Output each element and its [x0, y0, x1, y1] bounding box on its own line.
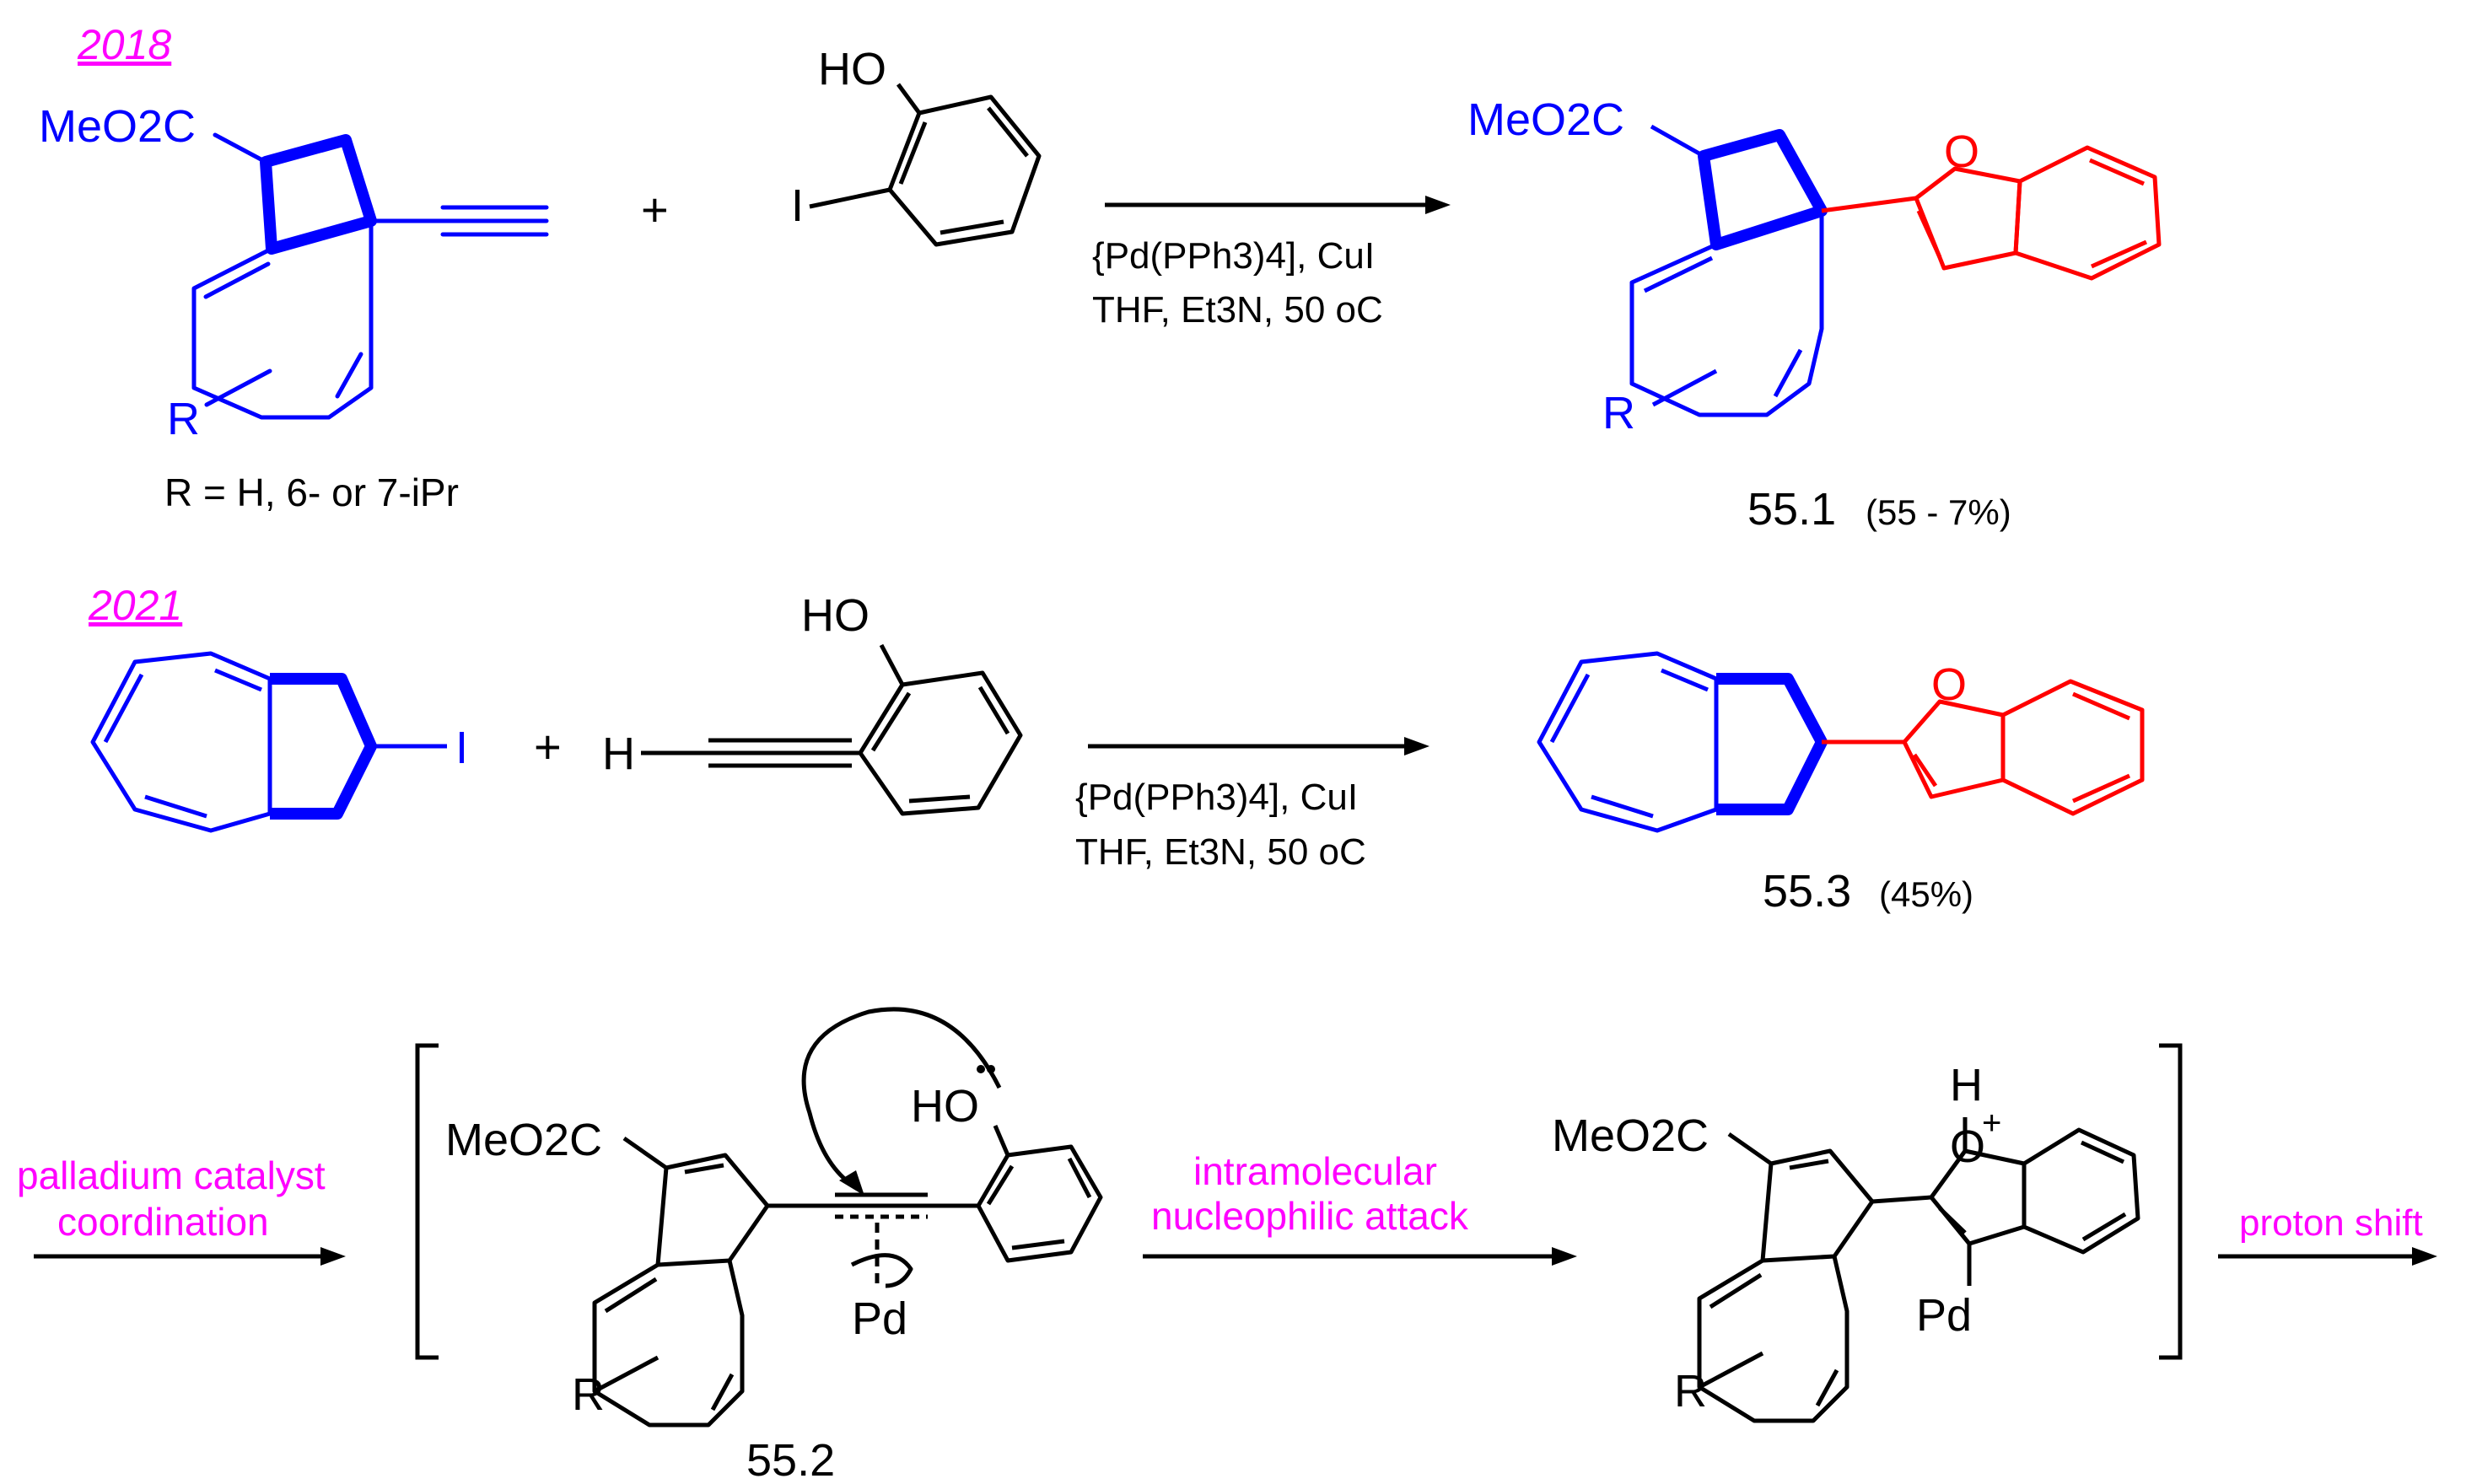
- conditions-2-line-2: THF, Et3N, 50 oC: [1075, 831, 1366, 873]
- reaction-arrow-2: [1088, 737, 1430, 755]
- bracket-right: [2159, 1043, 2183, 1360]
- product-55-3-azulene: [1537, 651, 1828, 833]
- phenol-iodo-label: I: [791, 180, 804, 231]
- plus-sign-2: +: [534, 720, 562, 773]
- intermediate-ester: MeO2C: [445, 1115, 602, 1165]
- oxonium-r: R: [1674, 1366, 1707, 1417]
- conditions-1-line-1: {Pd(PPh3)4], CuI: [1092, 235, 1375, 277]
- intermediate-id: 55.2: [746, 1435, 835, 1484]
- oxonium-pd: Pd: [1916, 1290, 1972, 1341]
- azulene-alkyne-reactant: [191, 132, 549, 420]
- ester-label: MeO2C: [39, 101, 196, 152]
- mechanism-arrow-2: [1143, 1247, 1577, 1266]
- oxonium-ester: MeO2C: [1552, 1110, 1709, 1161]
- product-55-1-oxygen: O: [1944, 126, 1979, 177]
- lone-pair-dot: [987, 1065, 995, 1073]
- intermediate-pd: Pd: [852, 1293, 907, 1344]
- iodoazulene-reactant: [90, 651, 447, 833]
- oxonium-o: O: [1950, 1121, 1985, 1172]
- product-55-1-yield: (55 - 7%): [1866, 492, 2011, 532]
- mechanism-arrow-1: [34, 1247, 346, 1266]
- phenol-oh-label-2: HO: [801, 590, 870, 641]
- year-2018-label: 2018: [77, 21, 171, 68]
- intermediate-r: R: [572, 1369, 605, 1420]
- oxonium-intermediate: [1697, 1117, 2140, 1423]
- step-2-label-line-1: intramolecular: [1193, 1149, 1437, 1193]
- product-55-3-benzofuran: [1822, 679, 2145, 816]
- conditions-2-line-1: {Pd(PPh3)4], CuI: [1075, 777, 1358, 818]
- intermediate-oh: HO: [911, 1081, 979, 1132]
- lone-pair-dot: [977, 1065, 985, 1073]
- step-3-label: proton shift: [2239, 1202, 2423, 1244]
- plus-sign: +: [641, 183, 669, 236]
- oxonium-charge: +: [1982, 1105, 2001, 1142]
- nucleophilic-attack-arrow: [801, 1007, 1002, 1196]
- reaction-arrow-1: [1105, 196, 1451, 214]
- mechanism-arrow-3: [2218, 1247, 2437, 1266]
- product-55-1-r-group: R: [1602, 388, 1635, 438]
- alkyne-h-label: H: [602, 729, 635, 779]
- step-1-label-line-2: coordination: [57, 1200, 269, 1244]
- product-55-3-id: 55.3: [1763, 866, 1851, 917]
- phenol-oh-label: HO: [818, 44, 886, 94]
- iodophenol-reactant: [809, 83, 1042, 247]
- intermediate-55-2: [592, 1125, 1103, 1428]
- product-55-1-id: 55.1: [1747, 484, 1836, 535]
- bracket-left: [415, 1043, 439, 1360]
- conditions-1-line-2: THF, Et3N, 50 oC: [1092, 289, 1383, 331]
- ethynylphenol-reactant: [641, 643, 1023, 816]
- r-definition: R = H, 6- or 7-iPr: [164, 470, 459, 514]
- reactant-iodo-label: I: [455, 723, 468, 773]
- step-1-label-line-1: palladium catalyst: [17, 1153, 326, 1197]
- product-55-1-azulene: [1629, 124, 1828, 417]
- oxonium-h: H: [1950, 1060, 1983, 1110]
- step-2-label-line-2: nucleophilic attack: [1151, 1194, 1469, 1238]
- product-55-1-ester: MeO2C: [1467, 94, 1624, 145]
- product-55-1-benzofuran: [1821, 145, 2162, 281]
- r-group-label: R: [167, 394, 200, 444]
- year-2021-label: 2021: [88, 582, 182, 629]
- product-55-3-oxygen: O: [1931, 659, 1967, 710]
- product-55-3-yield: (45%): [1879, 874, 1973, 914]
